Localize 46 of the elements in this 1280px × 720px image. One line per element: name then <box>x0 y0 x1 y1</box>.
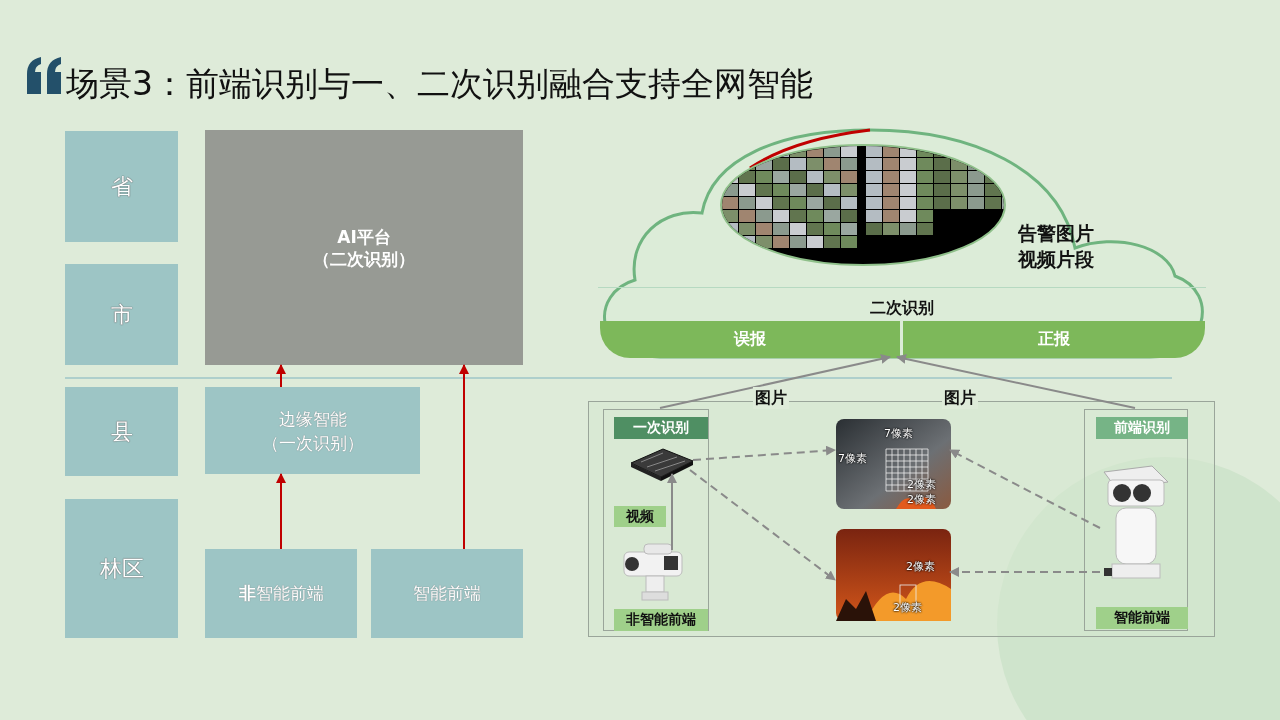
edge-box <box>205 387 420 474</box>
photo-annotation: 7像素 <box>884 427 913 440</box>
arrow <box>949 449 1101 529</box>
arrow <box>276 473 286 550</box>
arrow <box>276 364 286 388</box>
panel-frame <box>1084 409 1188 631</box>
fire-photo <box>836 529 951 621</box>
tag-box: 前端识别 <box>1096 417 1188 439</box>
tag-box: 视频 <box>614 506 666 527</box>
arrow <box>689 469 836 581</box>
arrow <box>949 567 1101 577</box>
box-text: 边缘智能 <box>278 407 347 431</box>
platform-box <box>205 130 523 365</box>
box-text: （二次识别） <box>313 247 415 270</box>
arrow <box>459 364 469 550</box>
level-box: 林区 <box>65 499 178 638</box>
arrow <box>659 354 891 409</box>
frontend-box: 非智能前端 <box>205 549 357 638</box>
level-box: 省 <box>65 131 178 242</box>
tag-box: 一次识别 <box>614 417 708 439</box>
recognition-band <box>598 287 1206 357</box>
box-text: 二次识别 <box>870 298 934 319</box>
photo-annotation: 2像素 <box>893 601 922 614</box>
edge-label: 图片 <box>753 387 789 409</box>
band-segment: 误报 <box>600 321 900 358</box>
band-segment: 正报 <box>903 321 1205 358</box>
photo-annotation: 2像素 <box>907 478 936 491</box>
tag-box: 非智能前端 <box>614 609 708 631</box>
box-text: （一次识别） <box>261 431 364 455</box>
arrow <box>692 445 836 461</box>
photo-annotation: 2像素 <box>907 493 936 506</box>
title: 场景3：前端识别与一、二次识别融合支持全网智能 <box>66 63 813 105</box>
camera-icon <box>1102 462 1170 582</box>
frontend-box: 智能前端 <box>371 549 523 638</box>
box-text: AI平台 <box>337 225 391 248</box>
photo-annotation: 2像素 <box>906 560 935 573</box>
panel-frame <box>603 409 709 631</box>
tag-box: 智能前端 <box>1096 607 1188 629</box>
edge-label: 图片 <box>942 387 978 409</box>
arrow <box>896 354 1136 409</box>
photo-annotation: 7像素 <box>838 452 867 465</box>
smoke-photo <box>836 419 951 509</box>
level-box: 市 <box>65 264 178 365</box>
cloud-text: 告警图片视频片段 <box>1016 221 1095 272</box>
arrow <box>667 473 677 551</box>
level-box: 县 <box>65 387 178 476</box>
